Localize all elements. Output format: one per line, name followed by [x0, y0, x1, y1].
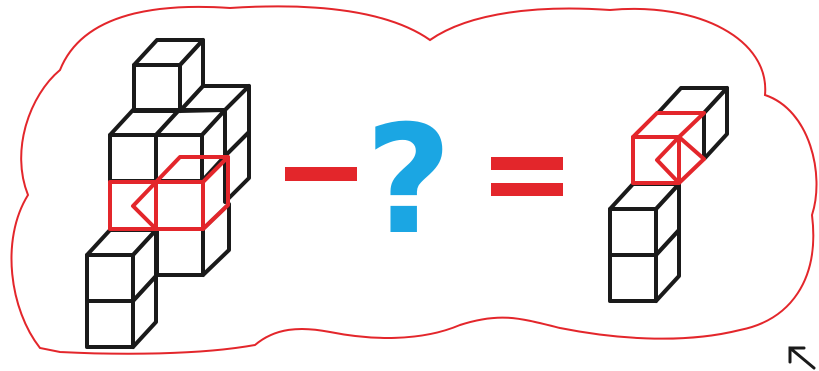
arrow-up-left-icon[interactable]	[788, 346, 816, 370]
left-cube-structure	[85, 38, 251, 349]
right-highlighted-block	[631, 111, 706, 185]
cube-stack-bottom-left	[85, 228, 158, 349]
left-highlighted-block	[108, 155, 230, 231]
cube-right-column-upper	[608, 182, 681, 257]
thought-cloud-outline	[10, 5, 818, 355]
minus-sign	[285, 167, 357, 181]
question-mark: ?	[365, 94, 452, 268]
cube-right-column-lower	[608, 228, 681, 303]
cube-top	[132, 38, 205, 113]
equals-sign	[491, 157, 563, 196]
right-cube-structure	[608, 86, 729, 303]
